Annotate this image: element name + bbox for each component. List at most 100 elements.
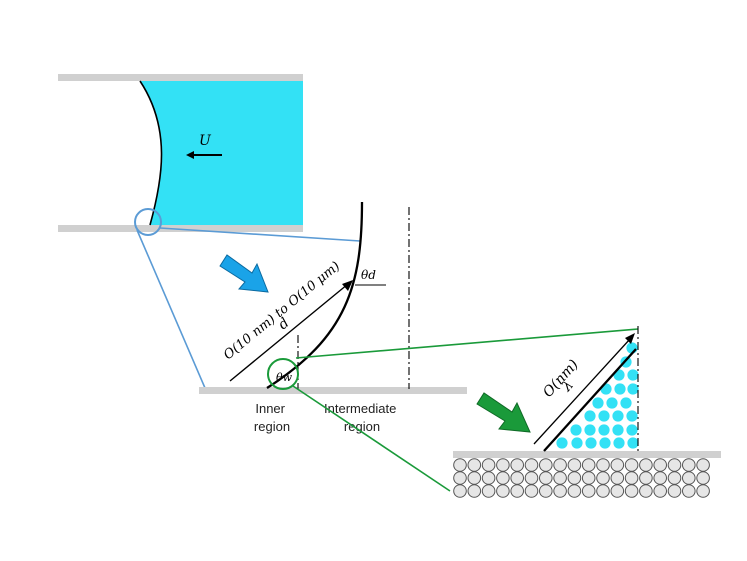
solid-atom	[639, 458, 653, 472]
liquid-molecule	[584, 424, 596, 436]
liquid-molecule	[598, 424, 610, 436]
solid-atom	[510, 484, 525, 498]
liquid-molecule	[592, 397, 604, 409]
liquid-molecule	[556, 437, 568, 449]
theta-w-label: θw	[276, 371, 293, 384]
intermediate-region-line-1: Intermediate	[324, 401, 396, 416]
liquid-molecule	[612, 410, 624, 422]
velocity-label: U	[199, 133, 212, 149]
solid-atom	[682, 458, 696, 472]
liquid-molecule	[620, 397, 632, 409]
solid-atom	[467, 458, 482, 472]
solid-atom	[581, 484, 596, 498]
solid-atom	[496, 471, 510, 485]
liquid-molecule	[613, 437, 625, 449]
liquid-molecule	[606, 397, 618, 409]
liquid-molecule	[626, 410, 638, 422]
solid-atom	[667, 458, 682, 472]
solid-atom	[596, 484, 610, 498]
solid-atom	[539, 484, 553, 498]
zoom-circle-inner	[267, 358, 299, 390]
d-label: d	[275, 315, 292, 333]
solid-atom	[682, 471, 696, 485]
solid-atom	[524, 458, 539, 472]
solid-atom	[524, 471, 539, 485]
solid-atom	[553, 458, 567, 472]
solid-atom	[467, 484, 482, 498]
solid-atom	[596, 458, 610, 472]
liquid-molecule	[584, 410, 596, 422]
solid-atom	[696, 458, 710, 472]
intermediate-region-line-2: region	[344, 419, 380, 434]
solid-atom	[453, 471, 467, 485]
velocity-arrowhead	[186, 151, 194, 159]
liquid-molecule	[626, 424, 638, 436]
solid-atom	[667, 484, 682, 498]
solid-atom	[567, 458, 582, 472]
scale-label-small: O(nm)	[540, 357, 582, 401]
scale-arrowhead-lambda	[625, 333, 635, 344]
solid-atom	[553, 484, 567, 498]
solid-atom	[696, 484, 710, 498]
scale-arrow-lambda	[533, 338, 631, 445]
solid-atom-lattice	[453, 458, 710, 498]
solid-atom	[610, 458, 625, 472]
inner-region-line-2: region	[254, 419, 290, 434]
liquid-molecule	[612, 424, 624, 436]
solid-atom	[510, 471, 525, 485]
liquid-molecule	[570, 424, 582, 436]
intermediate-region-label: Intermediate region	[324, 401, 400, 434]
meniscus-curve	[139, 80, 163, 226]
zoom-line-green-lower	[292, 385, 451, 492]
inner-region-label: Inner region	[254, 401, 290, 434]
molecular-zoom: O(nm) λ	[453, 326, 721, 498]
solid-atom	[524, 484, 539, 498]
intermediate-zoom: θd O(10 nm) to O(10 μm) d θw Inner regio…	[199, 201, 467, 434]
solid-atom	[624, 484, 639, 498]
theta-d-label: θd	[361, 268, 376, 282]
solid-atom	[696, 471, 710, 485]
solid-atom	[653, 458, 668, 472]
interface-curve	[266, 201, 364, 389]
liquid-body	[140, 81, 303, 225]
macro-channel: U	[58, 74, 303, 236]
liquid-molecule	[571, 437, 583, 449]
solid-atom	[639, 471, 653, 485]
solid-atom	[667, 471, 682, 485]
solid-atom	[553, 471, 567, 485]
green-arrow-icon	[476, 392, 531, 433]
solid-atom	[653, 471, 668, 485]
solid-atom	[539, 471, 553, 485]
solid-atom	[453, 484, 467, 498]
zoom-line-blue-upper	[159, 227, 361, 242]
liquid-molecule	[599, 437, 611, 449]
solid-atom	[610, 484, 625, 498]
solid-atom	[481, 484, 496, 498]
solid-atom	[581, 458, 596, 472]
bottom-plate	[58, 225, 303, 232]
solid-surface	[453, 451, 721, 458]
liquid-molecule	[614, 383, 626, 395]
liquid-molecule	[598, 410, 610, 422]
liquid-molecule	[627, 369, 639, 381]
zoom-line-blue-lower	[136, 229, 206, 389]
solid-atom	[596, 471, 610, 485]
zoom-circle-contact-line	[134, 208, 162, 236]
liquid-molecule	[627, 383, 639, 395]
solid-atom	[639, 484, 653, 498]
solid-atom	[682, 484, 696, 498]
scale-arrowhead-d	[342, 280, 353, 291]
liquid-molecule	[585, 437, 597, 449]
solid-atom	[610, 471, 625, 485]
top-plate	[58, 74, 303, 81]
solid-atom	[653, 484, 668, 498]
scale-arrow-d	[229, 283, 349, 382]
inner-region-line-1: Inner	[255, 401, 285, 416]
solid-atom	[624, 458, 639, 472]
solid-atom	[496, 484, 510, 498]
solid-atom	[481, 458, 496, 472]
solid-atom	[510, 458, 525, 472]
solid-atom	[453, 458, 467, 472]
solid-atom	[467, 471, 482, 485]
